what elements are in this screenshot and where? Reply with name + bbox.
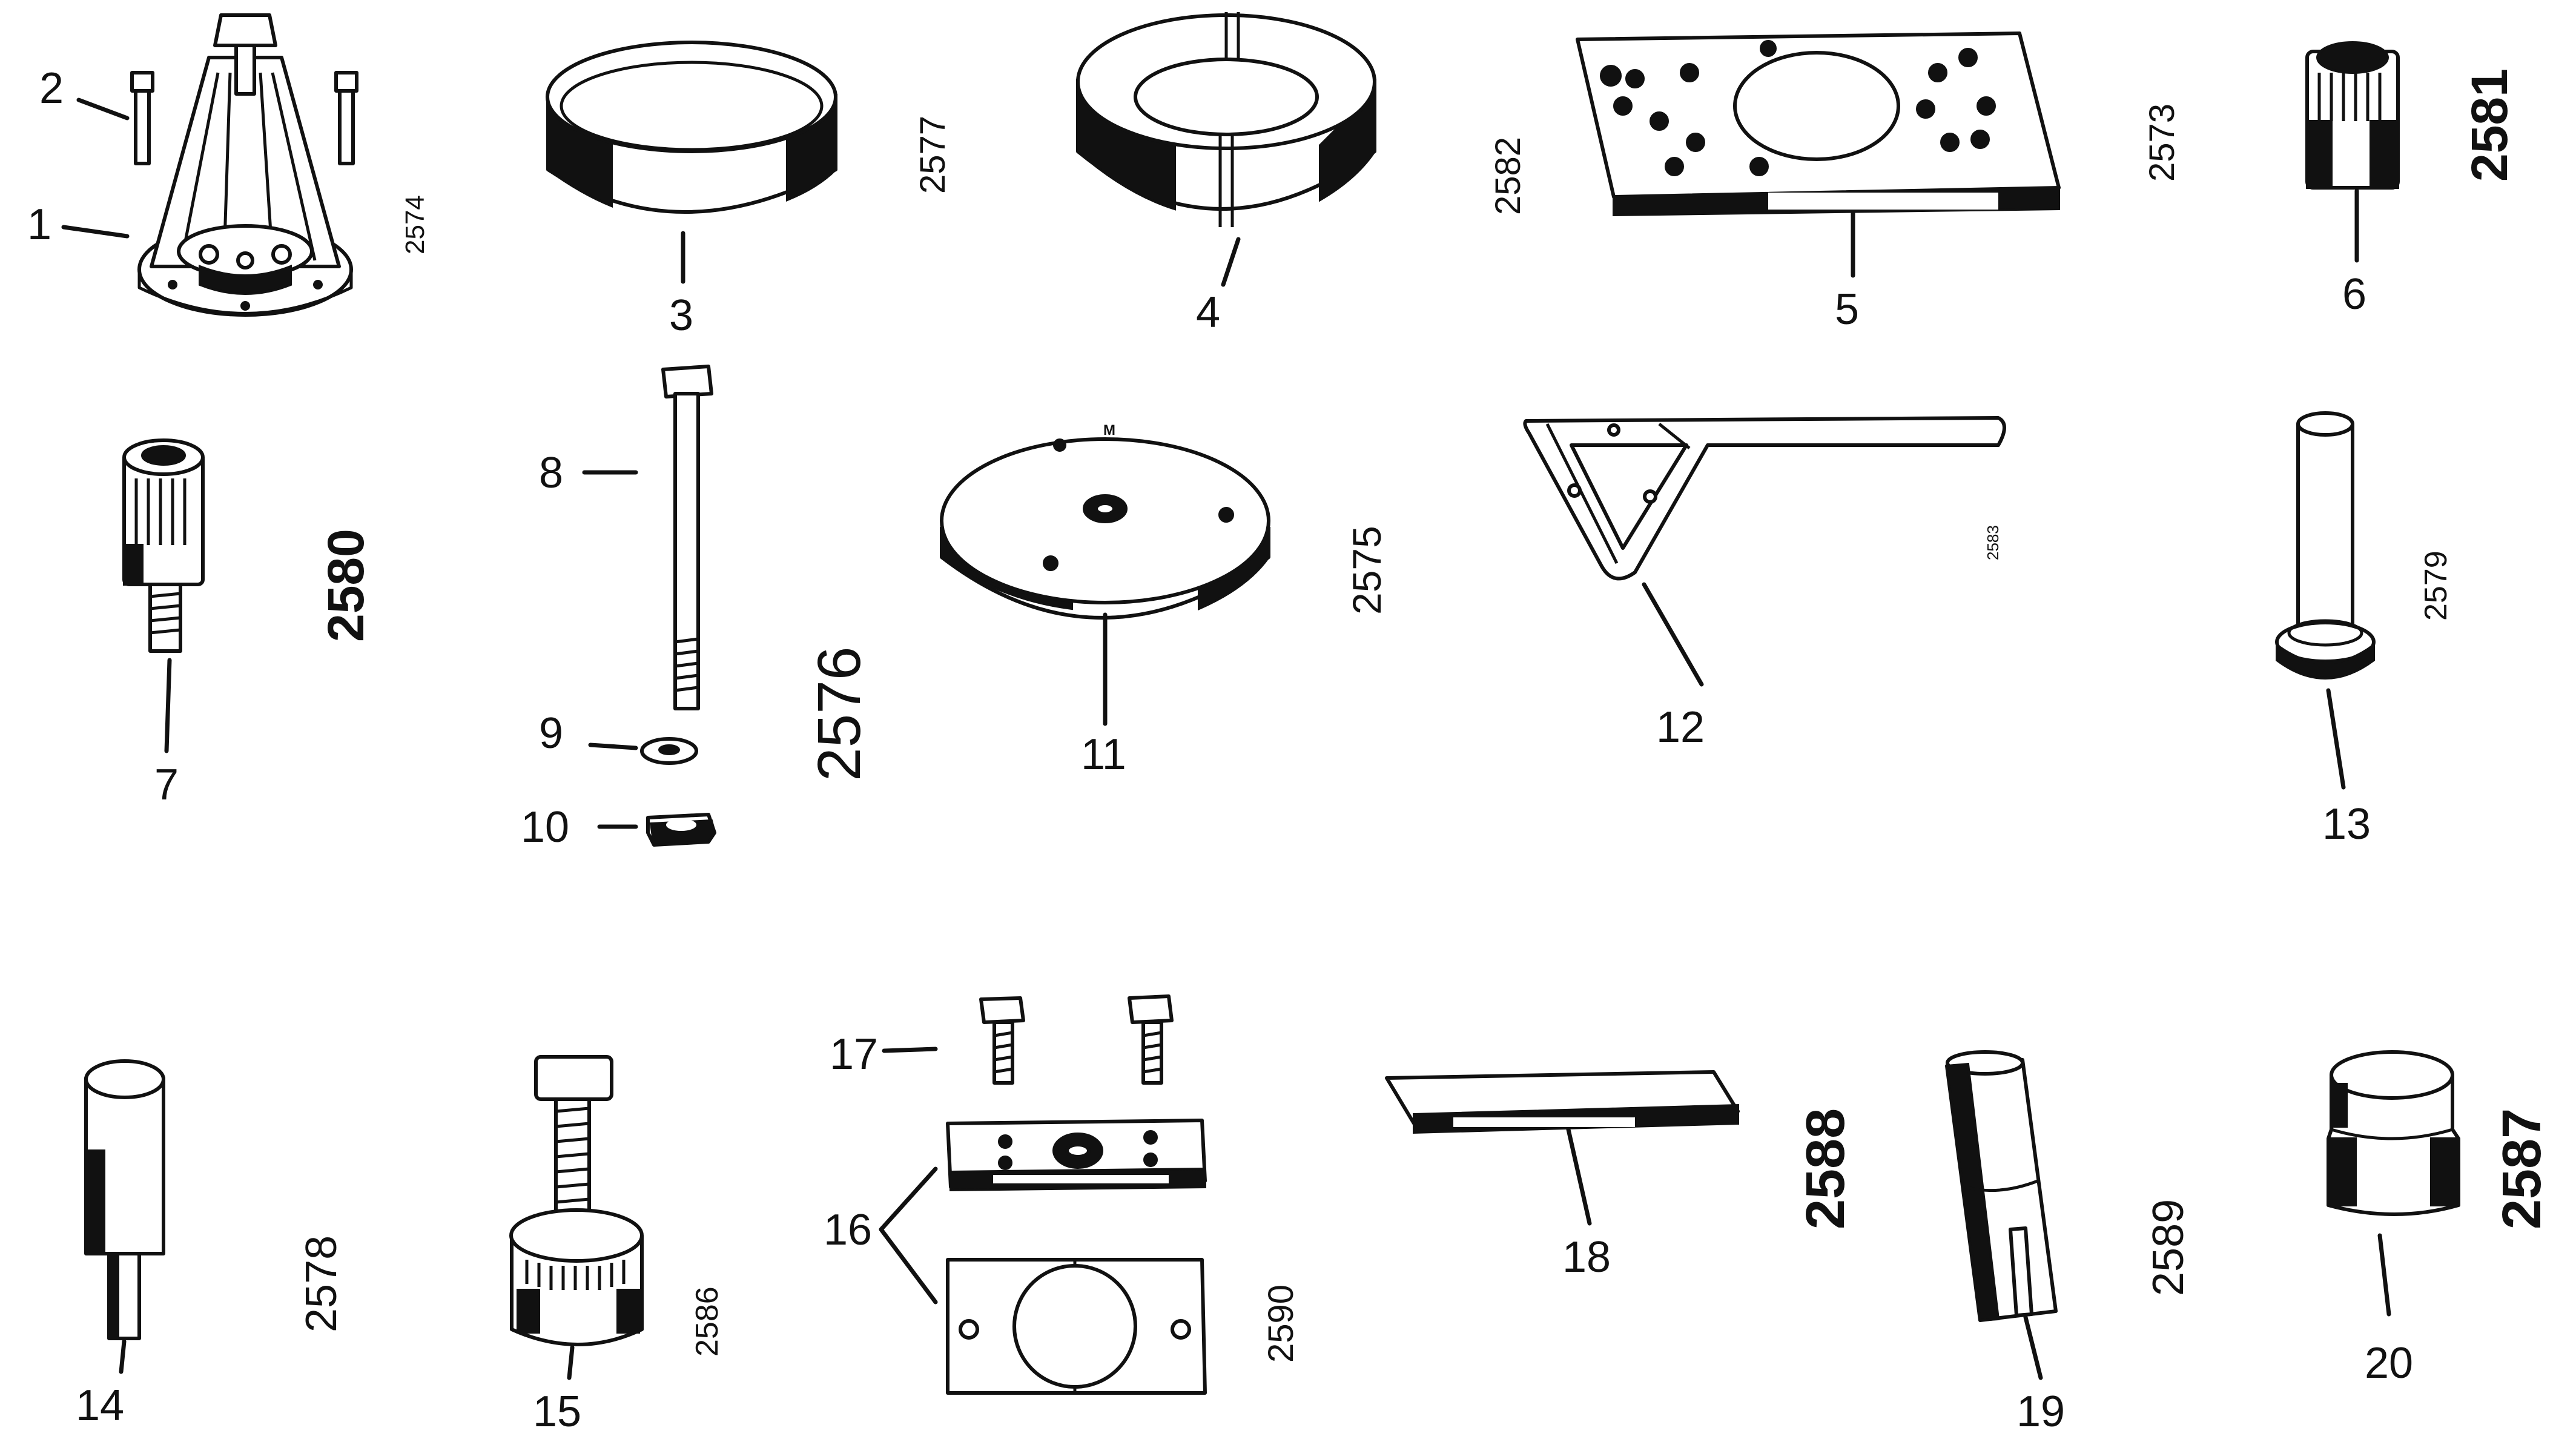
label-part-4: 4 [1196, 288, 1220, 337]
label-part-19: 19 [2016, 1387, 2065, 1436]
part-4-split-ring [1076, 12, 1376, 227]
part-12-triangle-spanner [1523, 416, 2006, 581]
code-2574: 2574 [400, 195, 430, 254]
code-2576: 2576 [805, 647, 873, 781]
label-part-6: 6 [2342, 270, 2366, 319]
code-2590: 2590 [1261, 1285, 1301, 1363]
part-3-ring [546, 41, 837, 214]
code-2583: 2583 [1984, 525, 2002, 560]
part-5-mounting-plate [1576, 31, 2061, 217]
label-part-18: 18 [1562, 1233, 1611, 1282]
part-16-clamp-plates [946, 1119, 1207, 1395]
label-part-1: 1 [27, 200, 51, 249]
code-2586: 2586 [690, 1286, 725, 1357]
label-part-3: 3 [669, 291, 693, 340]
part-14-stepped-pin [84, 1059, 165, 1340]
label-part-12: 12 [1656, 703, 1705, 752]
part-15-screw-press [509, 1055, 644, 1346]
label-part-14: 14 [76, 1381, 124, 1430]
part-6-knurled-nut [2305, 41, 2400, 190]
code-2578: 2578 [297, 1235, 346, 1332]
label-part-10: 10 [521, 803, 569, 852]
code-2577: 2577 [913, 116, 953, 194]
part-10-nut [646, 813, 716, 847]
label-part-16: 16 [824, 1206, 872, 1254]
label-part-20: 20 [2365, 1339, 2413, 1387]
part-8-long-bolt [661, 365, 713, 710]
label-part-13: 13 [2322, 800, 2371, 848]
label-part-8: 8 [539, 449, 563, 497]
label-part-11: 11 [1081, 730, 1126, 779]
code-2589: 2589 [2144, 1199, 2193, 1296]
part-20-stepped-cup [2327, 1050, 2460, 1216]
part-9-washer [640, 737, 698, 765]
plate-mark: M [1103, 422, 1115, 438]
code-2587: 2587 [2492, 1108, 2552, 1229]
code-2575: 2575 [1344, 526, 1389, 615]
part-11-round-plate: M [940, 422, 1270, 620]
label-part-9: 9 [539, 709, 563, 758]
code-2588: 2588 [1795, 1108, 1856, 1229]
code-2581: 2581 [2461, 68, 2518, 182]
label-part-5: 5 [1835, 285, 1859, 334]
part-7-threaded-adapter [122, 438, 205, 653]
code-2579: 2579 [2419, 551, 2454, 621]
part-13-collared-pin [2275, 411, 2376, 680]
label-part-2: 2 [39, 64, 64, 113]
code-2582: 2582 [1488, 137, 1528, 215]
part-19-slotted-sleeve [1945, 1050, 2058, 1322]
code-2573: 2573 [2142, 104, 2182, 182]
part-1-puller-base [130, 13, 358, 317]
part-17-cap-screws [979, 994, 1174, 1085]
code-2580: 2580 [317, 529, 374, 642]
part-18-flat-bar [1385, 1070, 1740, 1134]
label-part-17: 17 [830, 1030, 878, 1079]
label-part-7: 7 [154, 761, 179, 809]
label-part-15: 15 [533, 1387, 581, 1436]
